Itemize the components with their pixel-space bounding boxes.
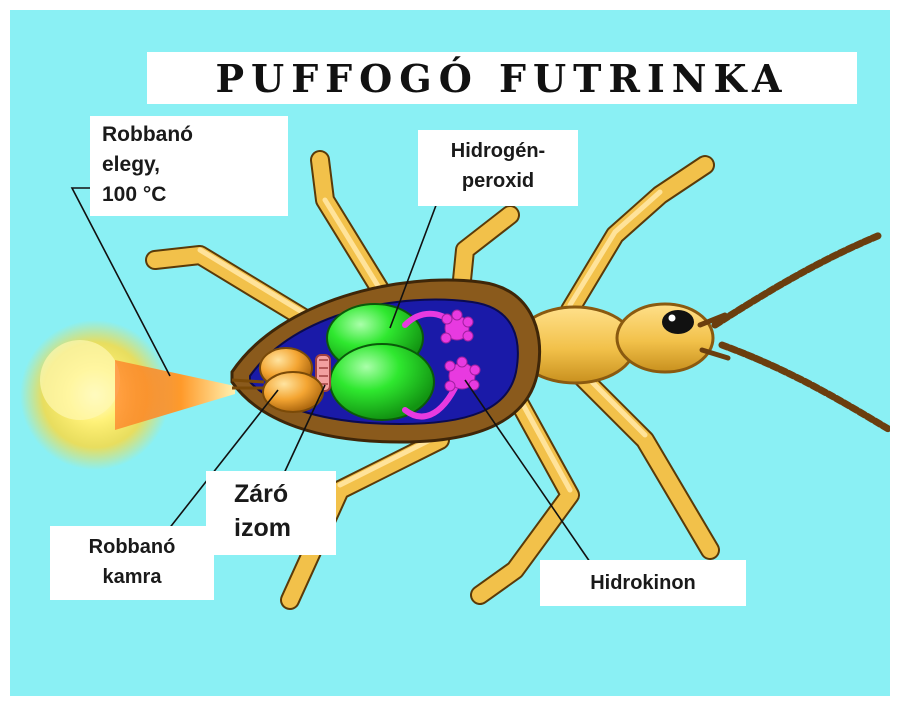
label-mixture-line2: elegy, bbox=[102, 150, 288, 180]
label-mixture-line3: 100 °C bbox=[102, 180, 288, 210]
label-mixture-line1: Robbanó bbox=[102, 120, 288, 150]
peroxide-reservoir bbox=[327, 304, 434, 420]
label-chamber-line1: Robbanó bbox=[50, 532, 214, 562]
label-peroxide: Hidrogén- peroxid bbox=[418, 130, 578, 206]
label-chamber-line2: kamra bbox=[50, 562, 214, 592]
label-peroxide-line2: peroxid bbox=[418, 166, 578, 196]
label-mixture: Robbanó elegy, 100 °C bbox=[90, 116, 288, 216]
diagram-panel: PUFFOGÓ FUTRINKA Robbanó elegy, 100 °C H… bbox=[10, 10, 890, 696]
diagram-title: PUFFOGÓ FUTRINKA bbox=[215, 56, 788, 101]
title-banner: PUFFOGÓ FUTRINKA bbox=[147, 52, 857, 104]
label-hydroquinone-text: Hidrokinon bbox=[540, 560, 746, 606]
label-hydroquinone: Hidrokinon bbox=[540, 560, 746, 606]
label-chamber: Robbanó kamra bbox=[50, 526, 214, 600]
antennae bbox=[715, 235, 890, 430]
label-valve: Záró izom bbox=[206, 471, 336, 555]
thorax-head bbox=[515, 304, 728, 383]
label-valve-line2: izom bbox=[234, 511, 336, 545]
label-peroxide-line1: Hidrogén- bbox=[418, 136, 578, 166]
spray-cloud bbox=[20, 320, 235, 470]
label-valve-line1: Záró bbox=[234, 477, 336, 511]
